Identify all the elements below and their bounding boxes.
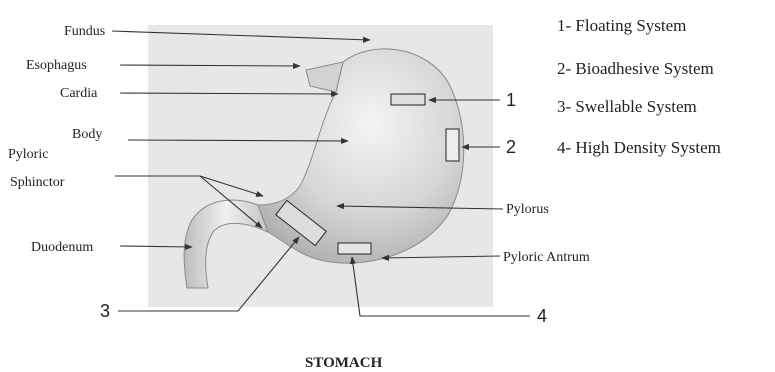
label-body: Body	[72, 127, 102, 142]
marker-number-1: 1	[506, 90, 516, 110]
marker-number-3: 3	[100, 301, 110, 321]
label-duodenum: Duodenum	[31, 240, 93, 255]
label-pylorus: Pylorus	[506, 202, 549, 217]
label-esophagus: Esophagus	[26, 58, 87, 73]
label-sphinctor: Sphinctor	[10, 175, 65, 190]
legend-item-high-density: 4- High Density System	[557, 138, 721, 157]
legend-item-swellable: 3- Swellable System	[557, 97, 697, 116]
marker-number-4: 4	[537, 306, 547, 326]
high-density-system-marker	[338, 243, 371, 254]
label-pyloric-antrum: Pyloric Antrum	[503, 250, 590, 265]
diagram-caption: STOMACH	[305, 355, 383, 371]
legend-item-floating: 1- Floating System	[557, 16, 686, 35]
bioadhesive-system-marker	[446, 129, 459, 161]
label-pyloric: Pyloric	[8, 147, 48, 162]
legend-item-bioadhesive: 2- Bioadhesive System	[557, 59, 714, 78]
label-cardia: Cardia	[60, 86, 98, 101]
legend: 1- Floating System 2- Bioadhesive System…	[557, 16, 721, 157]
label-fundus: Fundus	[64, 24, 105, 39]
floating-system-marker	[391, 94, 425, 105]
marker-number-2: 2	[506, 137, 516, 157]
